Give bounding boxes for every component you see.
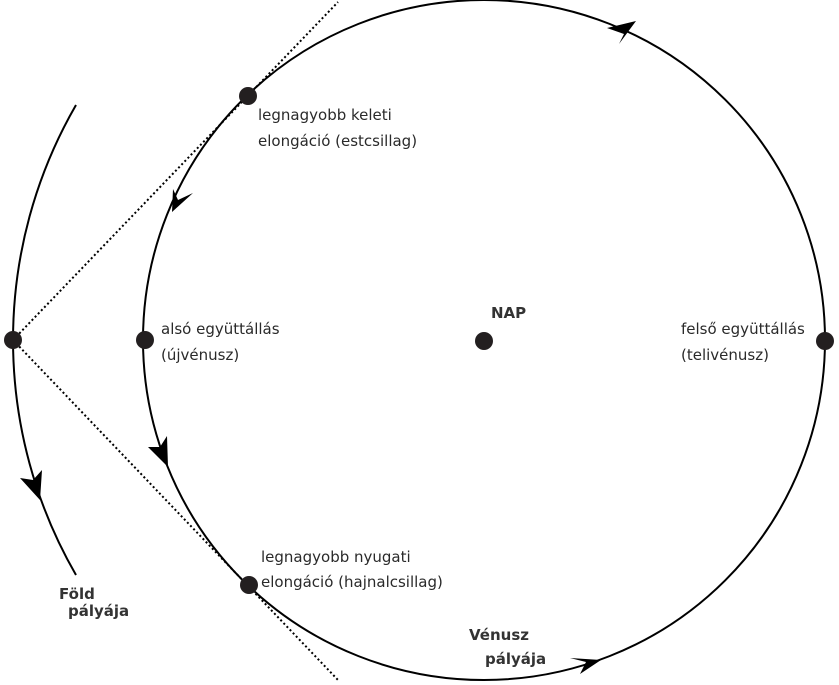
venus-orbit-label-line2: pályája	[485, 650, 546, 668]
earth-orbit-label-line2: pályája	[68, 602, 129, 620]
tangent-line-east	[12, 1, 339, 341]
superior-conjunction-label-line2: (telivénusz)	[681, 346, 769, 364]
sun-dot	[475, 332, 493, 350]
eastern-elongation-label-line1: legnagyobb keleti	[258, 106, 392, 124]
arrow-icon	[20, 470, 42, 500]
venus-orbit-label-line1: Vénusz	[469, 626, 529, 644]
sun-label: NAP	[491, 304, 526, 322]
inferior-conjunction-label-line2: (újvénusz)	[161, 346, 239, 364]
arrow-icon	[148, 436, 168, 467]
venus-dot-superior-conjunction	[816, 332, 834, 350]
venus-dot-western-elongation	[240, 576, 258, 594]
arrow-icon	[172, 189, 193, 212]
western-elongation-label-line1: legnagyobb nyugati	[261, 548, 411, 566]
earth-orbit	[12, 104, 77, 576]
earth-dot	[4, 331, 22, 349]
western-elongation-label-line2: elongáció (hajnalcsillag)	[261, 573, 443, 591]
venus-dot-inferior-conjunction	[136, 331, 154, 349]
arrow-icon	[570, 658, 601, 674]
eastern-elongation-label-line2: elongáció (estcsillag)	[258, 132, 417, 150]
inferior-conjunction-label-line1: alsó együttállás	[161, 320, 280, 338]
venus-dot-eastern-elongation	[239, 87, 257, 105]
superior-conjunction-label-line1: felső együttállás	[681, 320, 805, 338]
earth-orbit-label-line1: Föld	[59, 585, 95, 603]
arrow-icon	[607, 21, 636, 44]
tangent-line-west	[12, 339, 339, 681]
